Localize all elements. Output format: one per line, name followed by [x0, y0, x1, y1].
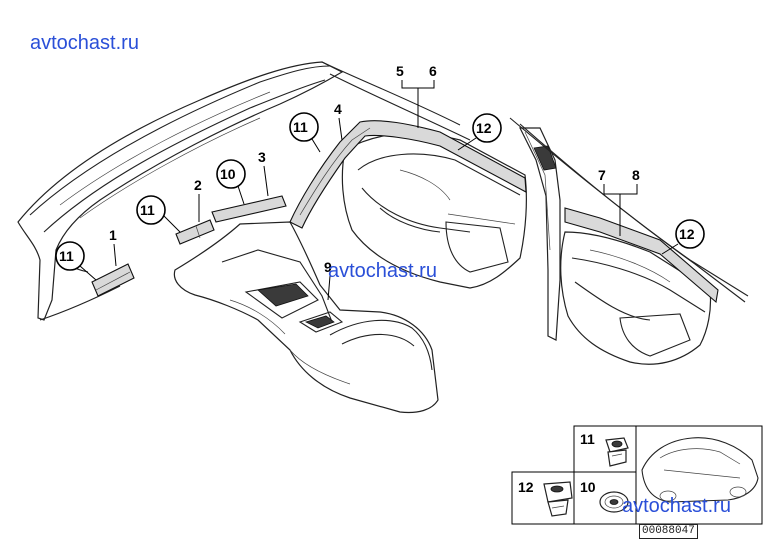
clip-10-icon [599, 491, 629, 513]
legend-label-12: 12 [518, 479, 534, 495]
legend-box: 11 12 10 [511, 425, 763, 525]
callout-4: 4 [334, 101, 342, 117]
callout-3: 3 [258, 149, 266, 165]
dashboard [17, 61, 344, 321]
roof-lines [321, 61, 749, 303]
callout-11-top: 11 [293, 119, 308, 135]
front-door-panel [341, 132, 527, 289]
callout-7: 7 [598, 167, 606, 183]
center-console [173, 221, 439, 414]
callout-9: 9 [324, 259, 332, 275]
callout-1: 1 [109, 227, 117, 243]
b-pillar [519, 127, 561, 341]
watermark-bottom-right: avtochast.ru [622, 495, 731, 517]
callout-11-left: 11 [59, 248, 74, 264]
trim-part-1 [91, 263, 135, 297]
car-thumbnail-icon [641, 437, 759, 503]
legend-label-11: 11 [580, 431, 595, 447]
clip-11-icon [605, 437, 629, 467]
part-number: 00088047 [639, 524, 698, 539]
callout-11-mid: 11 [140, 202, 155, 218]
clip-12-icon [543, 481, 573, 517]
callout-10: 10 [220, 166, 236, 182]
watermark-center: avtochast.ru [328, 260, 437, 282]
watermark-top-left: avtochast.ru [30, 32, 139, 54]
rear-door-panel [560, 231, 712, 365]
callout-12-rear: 12 [679, 226, 695, 242]
sill-trim-front [289, 120, 527, 229]
callout-6: 6 [429, 63, 437, 79]
trim-part-2 [175, 219, 215, 245]
callouts: 1 2 3 4 5 6 7 8 9 11 11 10 11 [55, 63, 705, 301]
legend-label-10: 10 [580, 479, 596, 495]
trim-part-3 [211, 195, 287, 223]
callout-8: 8 [632, 167, 640, 183]
callout-5: 5 [396, 63, 404, 79]
callout-2: 2 [194, 177, 202, 193]
callout-12-front: 12 [476, 120, 492, 136]
